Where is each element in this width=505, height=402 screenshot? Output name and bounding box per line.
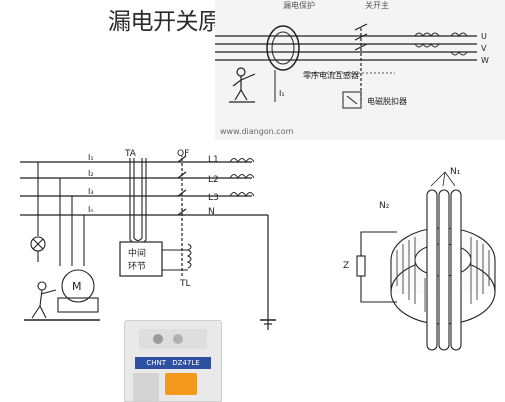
device-label-strip: CHNT DZ47LE [135, 357, 211, 369]
left-box-line1: 中间 [128, 247, 146, 259]
left-label-qf: QF [177, 149, 189, 159]
left-label-l2: L2 [208, 175, 219, 185]
left-motor-icon [57, 178, 99, 313]
left-label-i1: I₁ [88, 153, 94, 162]
top-phase-u: U [481, 32, 487, 41]
device-body-left [133, 373, 159, 401]
left-motor-label: M [72, 280, 82, 293]
right-label-z: Z [343, 261, 349, 271]
device-model: DZ47LE [172, 359, 200, 367]
top-label-i1: I₁ [279, 89, 285, 98]
device-toggle-orange [165, 373, 197, 395]
top-phase-w: W [481, 56, 489, 65]
left-ct-coils [129, 158, 147, 245]
left-label-l3: L3 [208, 193, 219, 203]
left-label-i2: I₂ [88, 169, 94, 178]
left-label-tl: TL [179, 279, 191, 289]
right-toroid-diagram: N₁ N₂ Z [343, 167, 496, 351]
breaker-device: CHNT DZ47LE [124, 320, 222, 402]
left-person-icon [24, 281, 100, 321]
top-phase-v: V [481, 44, 487, 53]
left-label-in: Iₙ [88, 205, 94, 214]
top-windings [414, 32, 468, 56]
top-header-left: 漏电保护 [283, 0, 315, 10]
left-box-line2: 环节 [128, 261, 146, 272]
top-phase-lines [215, 35, 477, 61]
left-tl-coil [162, 243, 192, 271]
device-button-icon [153, 334, 163, 344]
left-label-i3: I₃ [88, 187, 94, 196]
device-brand: CHNT [146, 359, 166, 367]
left-ground [260, 215, 276, 330]
device-button-icon-2 [173, 334, 183, 344]
right-label-n1: N₁ [450, 167, 461, 177]
top-label-zero-seq: 零序电流互感器 [303, 70, 359, 80]
left-label-ta: TA [124, 149, 137, 159]
left-lamp-icon [30, 162, 46, 262]
top-diagram: 漏电保护 关开主 U V W 零序电流互感器 电磁脱扣器 I₁ [215, 0, 505, 140]
right-z-resistor [356, 231, 397, 303]
left-middle-box [119, 241, 163, 277]
right-conductors [426, 189, 462, 351]
top-magnet-box [342, 91, 362, 109]
top-person-icon [229, 67, 256, 103]
top-watermark: www.diangon.com [220, 127, 294, 136]
left-label-l1: L1 [208, 155, 219, 165]
left-bus-lines [20, 161, 268, 216]
top-header-right: 关开主 [365, 0, 389, 10]
top-ct-ring [266, 25, 300, 71]
left-qf-switches [177, 155, 187, 278]
left-circuit-diagram: TA QF L1 L2 L3 N I₁ I₂ I₃ Iₙ 中间 环节 TL [20, 149, 276, 330]
left-label-n: N [208, 207, 215, 217]
top-switch-contacts [354, 23, 368, 100]
right-label-n2: N₂ [379, 201, 390, 211]
top-label-magnet: 电磁脱扣器 [367, 96, 407, 106]
left-windings [229, 158, 255, 198]
